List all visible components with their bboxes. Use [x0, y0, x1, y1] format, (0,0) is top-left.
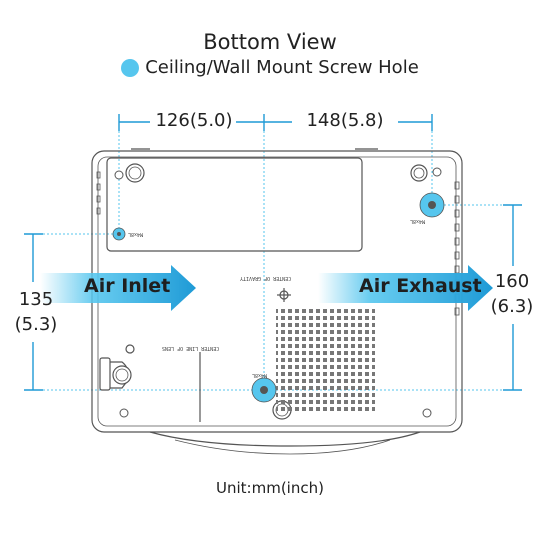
dimension-right-mm: 160: [494, 271, 530, 292]
left-dimension-line: [24, 233, 43, 391]
top-dimension-line: [118, 114, 433, 131]
unit-label: Unit:mm(inch): [216, 479, 324, 497]
dimension-left-top: 126(5.0): [155, 110, 233, 131]
screw-label-center: M4x8L: [252, 372, 268, 378]
air-inlet-label: Air Inlet: [84, 275, 171, 297]
diagram-title: Bottom View: [203, 30, 337, 54]
dimension-left-mm: 135: [18, 289, 54, 310]
dimension-right-in: (6.3): [490, 296, 534, 317]
legend: Ceiling/Wall Mount Screw Hole: [0, 57, 540, 78]
screw-hole-legend-dot: [121, 58, 140, 77]
dimension-right-top: 148(5.8): [306, 110, 384, 131]
right-dimension-line: [503, 204, 522, 391]
screw-label-left: M4x8L: [128, 231, 144, 237]
center-of-gravity-label: CENTER OF GRAVITY: [240, 275, 292, 281]
center-line-of-lens-label: CENTER LINE OF LENS: [162, 345, 220, 351]
air-exhaust-label: Air Exhaust: [359, 275, 482, 297]
mount-screw-holes: [112, 192, 445, 403]
screw-label-right: M4x8L: [410, 218, 426, 224]
dimension-left-in: (5.3): [14, 314, 58, 335]
exhaust-grille: [276, 309, 375, 413]
small-screws: [114, 167, 442, 418]
air-exhaust-arrow: [318, 265, 493, 311]
air-inlet-arrow: [40, 265, 196, 311]
legend-label: Ceiling/Wall Mount Screw Hole: [145, 57, 419, 78]
